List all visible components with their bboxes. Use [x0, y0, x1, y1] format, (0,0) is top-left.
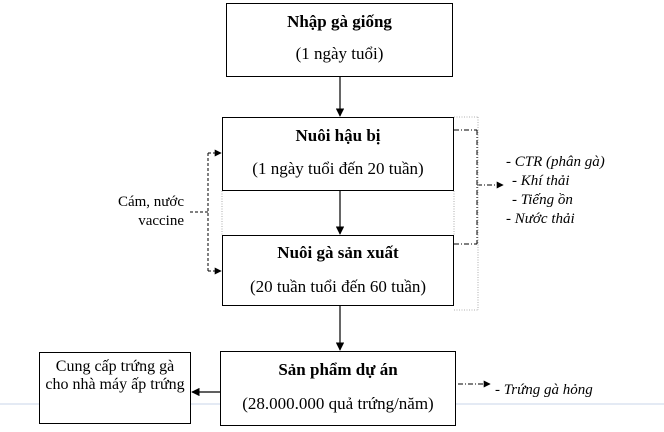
step-pullet-rearing: Nuôi hậu bị (1 ngày tuổi đến 20 tuần)	[222, 117, 454, 191]
waste-item: - CTR (phân gà)	[506, 154, 605, 170]
step-import-chicks: Nhập gà giống (1 ngày tuổi)	[226, 3, 453, 77]
output-text: Cung cấp trứng gà cho nhà máy ấp trứng	[45, 358, 185, 393]
step-detail: (28.000.000 quả trứng/năm)	[242, 394, 434, 413]
waste-item: - Tiếng ồn	[512, 192, 573, 208]
step-title: Sản phẩm dự án	[278, 360, 398, 379]
step-detail: (20 tuần tuổi đến 60 tuần)	[249, 277, 427, 296]
step-detail: (1 ngày tuổi đến 20 tuần)	[252, 159, 424, 178]
inputs-line-2: vaccine	[138, 213, 184, 229]
egg-waste-label: - Trứng gà hỏng	[495, 382, 593, 398]
output-hatchery-supply: Cung cấp trứng gà cho nhà máy ấp trứng	[39, 352, 191, 424]
step-title: Nuôi hậu bị	[295, 126, 381, 145]
inputs-bracket	[190, 153, 209, 271]
waste-list: - CTR (phân gà) - Khí thải - Tiếng ồn - …	[506, 153, 605, 229]
step-title: Nhập gà giống	[287, 12, 392, 31]
inputs-line-1: Cám, nước	[117, 194, 184, 210]
step-project-product: Sản phẩm dự án (28.000.000 quả trứng/năm…	[220, 351, 456, 426]
step-detail: (1 ngày tuổi)	[295, 44, 384, 63]
waste-item: - Khí thải	[512, 173, 570, 189]
waste-item: - Nước thải	[506, 211, 575, 227]
inputs-label: Cám, nước vaccine	[104, 193, 184, 231]
step-layer-production: Nuôi gà sản xuất (20 tuần tuổi đến 60 tu…	[222, 235, 454, 306]
waste-bracket	[454, 129, 478, 245]
step-title: Nuôi gà sản xuất	[277, 243, 399, 262]
process-group-outline	[221, 116, 479, 311]
